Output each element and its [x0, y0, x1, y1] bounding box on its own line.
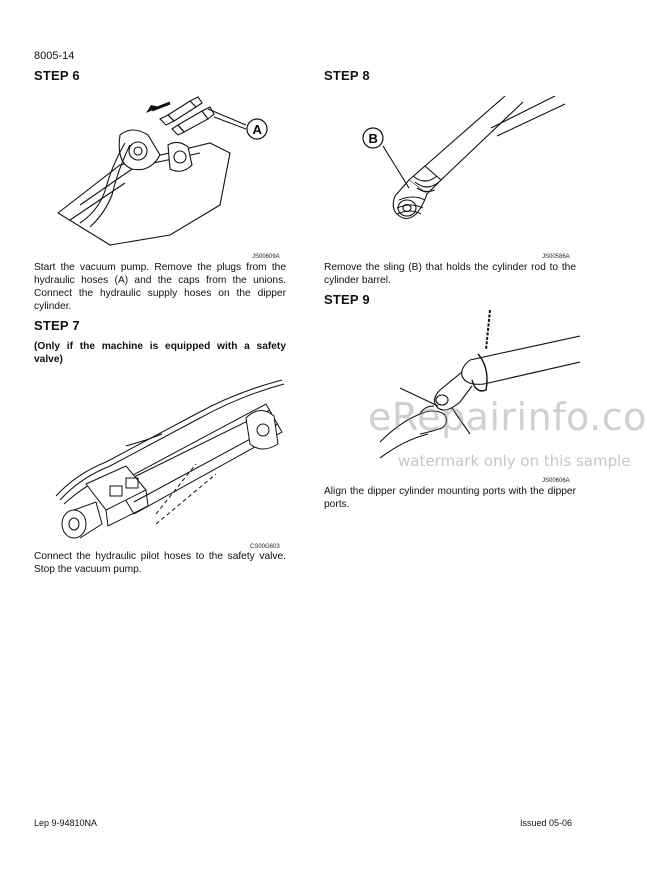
- step-7-title: STEP 7: [34, 318, 80, 333]
- step-9-title: STEP 9: [324, 292, 370, 307]
- step-8-figure-code: JS00586A: [542, 254, 570, 260]
- watermark-site: eRepairinfo.com: [368, 395, 647, 439]
- page-number: 8005-14: [34, 50, 75, 62]
- step-8-text: Remove the sling (B) that holds the cyli…: [324, 262, 576, 286]
- step-6-illustration: A: [50, 95, 290, 255]
- footer-doc-number: Lep 9-94810NA: [34, 818, 98, 828]
- step-7-illustration: [46, 374, 286, 544]
- step-8-illustration: B: [355, 96, 575, 256]
- step-7-figure-code: CS00G603: [250, 544, 280, 550]
- step-7-note: (Only if the machine is equipped with a …: [34, 341, 286, 365]
- step-9-figure-code: JS00606A: [542, 478, 570, 484]
- step-9-text: Align the dipper cylinder mounting ports…: [324, 486, 576, 510]
- step-6-title: STEP 6: [34, 68, 80, 83]
- step-8-title: STEP 8: [324, 68, 370, 83]
- footer-issue-date: Issued 05-06: [520, 818, 573, 828]
- callout-b: B: [369, 131, 378, 146]
- step-6-figure-code: JS00609A: [252, 254, 280, 260]
- step-9-illustration: [380, 310, 580, 480]
- step-7-text: Connect the hydraulic pilot hoses to the…: [34, 551, 286, 575]
- step-6-text: Start the vacuum pump. Remove the plugs …: [34, 262, 286, 312]
- callout-a: A: [253, 122, 263, 137]
- watermark-notice: watermark only on this sample: [398, 452, 631, 470]
